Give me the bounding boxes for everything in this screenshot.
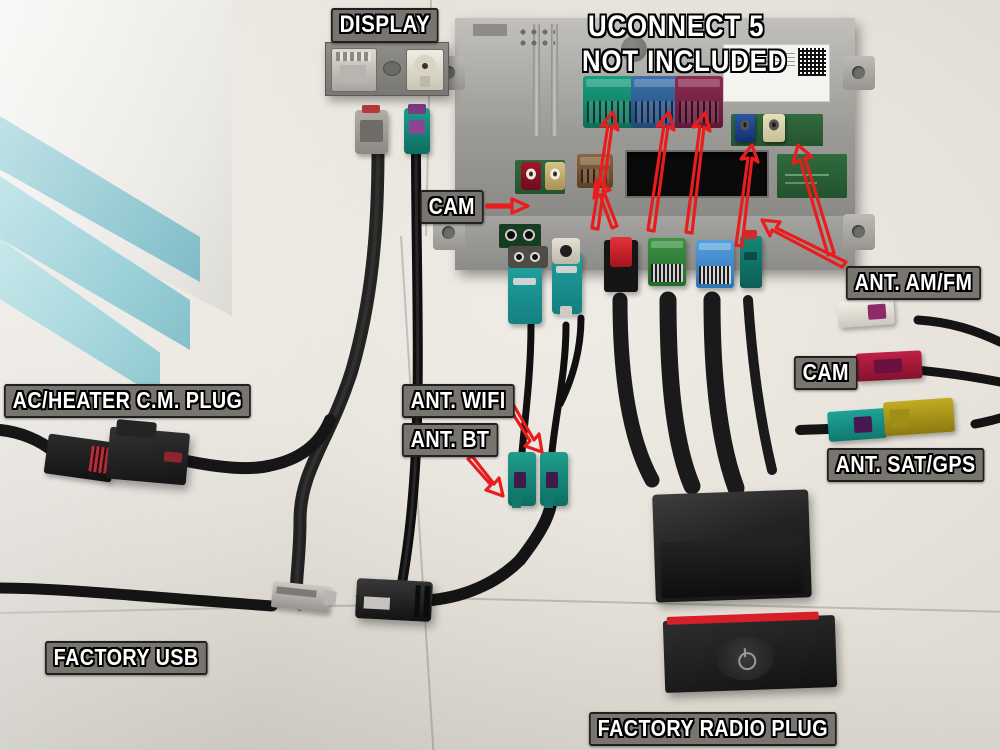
chassis-screw-boss	[621, 36, 647, 62]
fakra-white-socket	[552, 238, 580, 264]
label-ant-sat-gps: ANT. SAT/GPS	[827, 448, 985, 482]
display-gray-connector	[355, 105, 388, 154]
qr-code	[798, 48, 826, 76]
harness-red-connector	[610, 237, 632, 267]
label-barcode-lines	[728, 53, 795, 69]
fakra-socket-pair	[508, 246, 548, 268]
connector-lip	[580, 157, 610, 165]
antenna-pcb-lower	[777, 154, 847, 198]
fakra-olive-satgps	[882, 397, 956, 437]
chassis-perforations	[517, 26, 555, 48]
fakra-bore	[740, 119, 750, 131]
label-ant-wifi: ANT. WIFI	[402, 384, 515, 418]
connector-pins	[587, 101, 633, 123]
connector-pins	[679, 101, 719, 123]
label-factory-radio-plug: FACTORY RADIO PLUG	[589, 712, 837, 746]
factory-radio-block	[652, 489, 812, 603]
inset-grommet	[383, 61, 401, 76]
mounting-ear	[843, 214, 875, 250]
fakra-white-loose	[837, 298, 895, 328]
label-uconnect-5: UCONNECT 5	[588, 10, 765, 43]
label-ant-bt: ANT. BT	[402, 423, 499, 457]
label-not-included: NOT INCLUDED	[582, 45, 788, 78]
chassis-vent	[473, 24, 507, 36]
display-connector-inset	[325, 42, 449, 96]
label-factory-usb: FACTORY USB	[45, 641, 208, 675]
rca-cream-camera	[545, 162, 565, 190]
radio-green-connector	[583, 76, 637, 128]
harness-blue-connector	[696, 240, 734, 288]
ac-heater-black-plug-b	[105, 419, 191, 486]
radio-maroon-connector	[675, 76, 723, 128]
main-board-edge-slot	[625, 150, 769, 198]
fakra-crimson-cam	[855, 350, 923, 382]
inset-white-connector	[331, 48, 377, 92]
radio-brown-connector	[577, 154, 613, 188]
fakra-cream-antenna	[763, 114, 785, 142]
fakra-teal-harness	[740, 230, 762, 288]
factory-radio-lower	[662, 611, 838, 693]
display-teal-fakra	[404, 104, 430, 154]
label-display: DISPLAY	[331, 8, 439, 43]
rca-red-camera	[521, 162, 541, 190]
harness-green-connector	[648, 238, 686, 286]
product-spec-label	[723, 44, 830, 102]
connector-lip	[678, 79, 720, 87]
connector-pins	[635, 101, 677, 123]
fakra-teal-antenna-a	[508, 262, 542, 324]
fakra-teal-satgps-male	[827, 408, 887, 442]
heatsink-fin	[551, 24, 558, 136]
fakra-teal-bt	[540, 452, 568, 508]
label-ac-heater-plug: AC/HEATER C.M. PLUG	[4, 384, 251, 418]
mounting-ear	[843, 56, 875, 90]
fakra-blue-antenna	[735, 114, 755, 142]
usb-black-connector	[355, 578, 433, 622]
radio-blue-connector	[631, 76, 681, 128]
label-ant-am-fm: ANT. AM/FM	[846, 266, 982, 300]
fakra-bore	[768, 119, 780, 131]
harness-black-housing-a	[604, 237, 638, 292]
label-cam-top: CAM	[420, 190, 484, 224]
fakra-teal-wifi	[508, 452, 536, 508]
heatsink-fin	[533, 24, 540, 136]
chassis-middle-face	[455, 146, 855, 218]
label-cam-right: CAM	[794, 356, 858, 390]
connector-lip	[634, 79, 678, 87]
connector-lip	[586, 79, 634, 87]
inset-round-connector	[406, 49, 444, 91]
connector-pins	[581, 168, 609, 183]
